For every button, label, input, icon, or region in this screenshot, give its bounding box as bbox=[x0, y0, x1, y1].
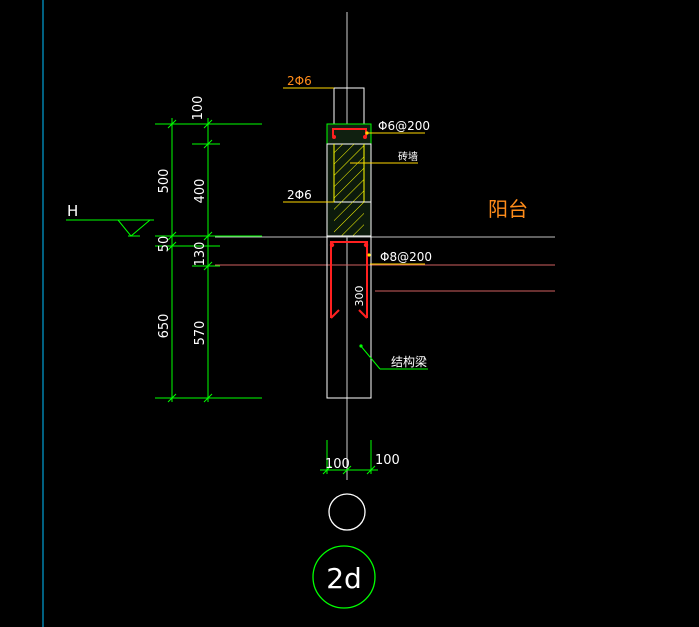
label-mid-longitudinal: 2Φ6 bbox=[287, 188, 312, 202]
label-balcony: 阳台 bbox=[488, 197, 528, 221]
axis-bubble bbox=[328, 493, 366, 531]
dim-outer-100: 100 bbox=[191, 96, 206, 121]
dim-outer-650: 650 bbox=[157, 314, 172, 339]
label-top-longitudinal: 2Φ6 bbox=[287, 74, 312, 88]
label-top-stirrup: Φ6@200 bbox=[378, 119, 430, 133]
dim-bottom-left: 100 bbox=[325, 457, 350, 472]
level-mark: H bbox=[66, 202, 154, 237]
beam-stirrup bbox=[330, 241, 368, 318]
beam-depth-300: 300 bbox=[353, 286, 366, 307]
label-structural-beam: 结构梁 bbox=[391, 354, 427, 369]
leader-structural-beam bbox=[359, 344, 381, 370]
coping-box bbox=[333, 87, 365, 125]
dim-inner-130: 130 bbox=[193, 242, 208, 267]
structural-beam bbox=[326, 235, 372, 399]
dim-inner-570: 570 bbox=[193, 321, 208, 346]
label-beam-stirrup: Φ8@200 bbox=[380, 250, 432, 264]
label-brick-wall: 砖墙 bbox=[398, 150, 418, 163]
dim-outer-500: 500 bbox=[157, 169, 172, 194]
dim-bottom-right: 100 bbox=[375, 453, 400, 468]
level-mark-label: H bbox=[67, 202, 78, 220]
dim-outer-50: 50 bbox=[157, 236, 172, 253]
dim-inner-400: 400 bbox=[193, 179, 208, 204]
dimension-chain bbox=[155, 118, 262, 403]
detail-tag-circle bbox=[312, 545, 376, 609]
bottom-dimensions bbox=[320, 440, 378, 475]
detail-tag-number: 2d bbox=[326, 562, 362, 595]
